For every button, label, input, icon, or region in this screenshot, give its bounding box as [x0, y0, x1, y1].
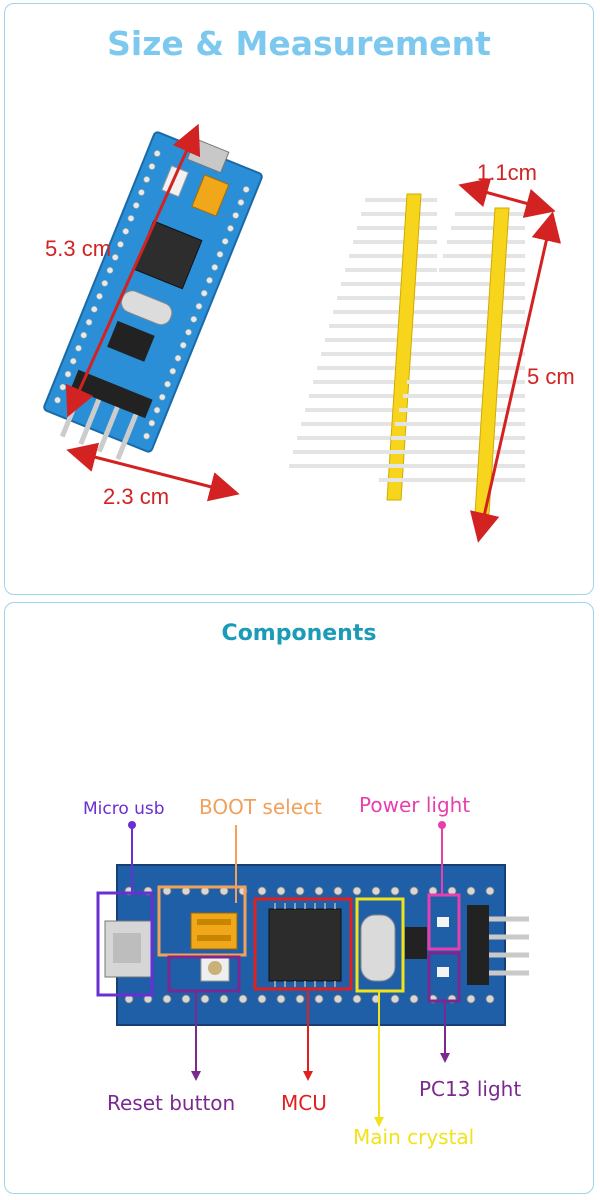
boot-select-box — [157, 885, 247, 957]
dimension-arrows — [65, 123, 561, 543]
mcu-box — [253, 897, 353, 991]
components-panel: Components — [4, 602, 594, 1194]
power-light-box — [427, 893, 461, 951]
reset-button-box — [167, 955, 241, 993]
arrow-board-length — [65, 123, 201, 418]
pcb-board — [104, 864, 529, 1026]
arrow-board-width — [66, 442, 240, 502]
size-title: Size & Measurement — [107, 24, 491, 63]
power-light-label: Power light — [359, 793, 471, 817]
arrow-header-width — [458, 178, 556, 218]
components-title: Components — [221, 621, 377, 646]
components-illustration — [96, 821, 529, 1127]
board-length-label: 5.3 cm — [45, 236, 112, 261]
header-length-label: 5 cm — [527, 364, 575, 389]
blue-pill-board — [43, 131, 263, 460]
pc13-light-label: PC13 light — [419, 1077, 522, 1101]
reset-button-label: Reset button — [107, 1091, 236, 1115]
size-panel: Size & Measurement — [4, 3, 594, 595]
boot-select-label: BOOT select — [199, 795, 322, 819]
size-illustration — [43, 123, 561, 543]
micro-usb-box — [96, 891, 154, 997]
board-width-label: 2.3 cm — [103, 484, 170, 509]
header-width-label: 1.1cm — [477, 160, 537, 185]
micro-usb-label: Micro usb — [83, 799, 165, 819]
mcu-label: MCU — [281, 1091, 327, 1115]
main-crystal-label: Main crystal — [353, 1125, 475, 1149]
pin-header-strip-1 — [289, 193, 437, 501]
arrow-header-length — [470, 211, 561, 543]
